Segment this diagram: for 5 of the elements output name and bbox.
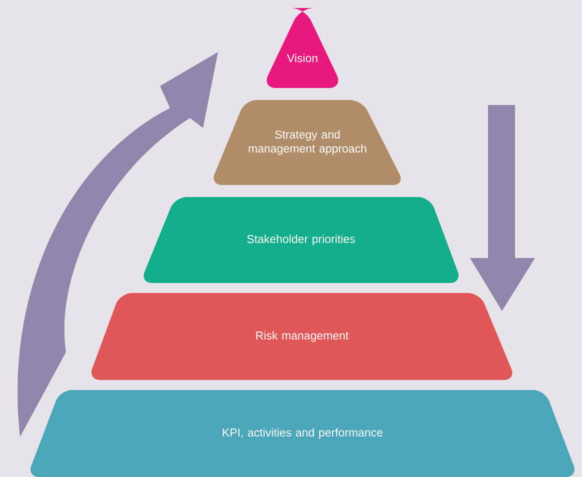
pyramid-tier: Strategy and management approach: [214, 100, 401, 185]
pyramid-tier: Vision: [266, 8, 338, 88]
pyramid-tier: KPI, activities and performance: [30, 390, 574, 477]
pyramid-tier: Risk management: [91, 293, 512, 380]
pyramid-tier: Stakeholder priorities: [144, 197, 458, 283]
